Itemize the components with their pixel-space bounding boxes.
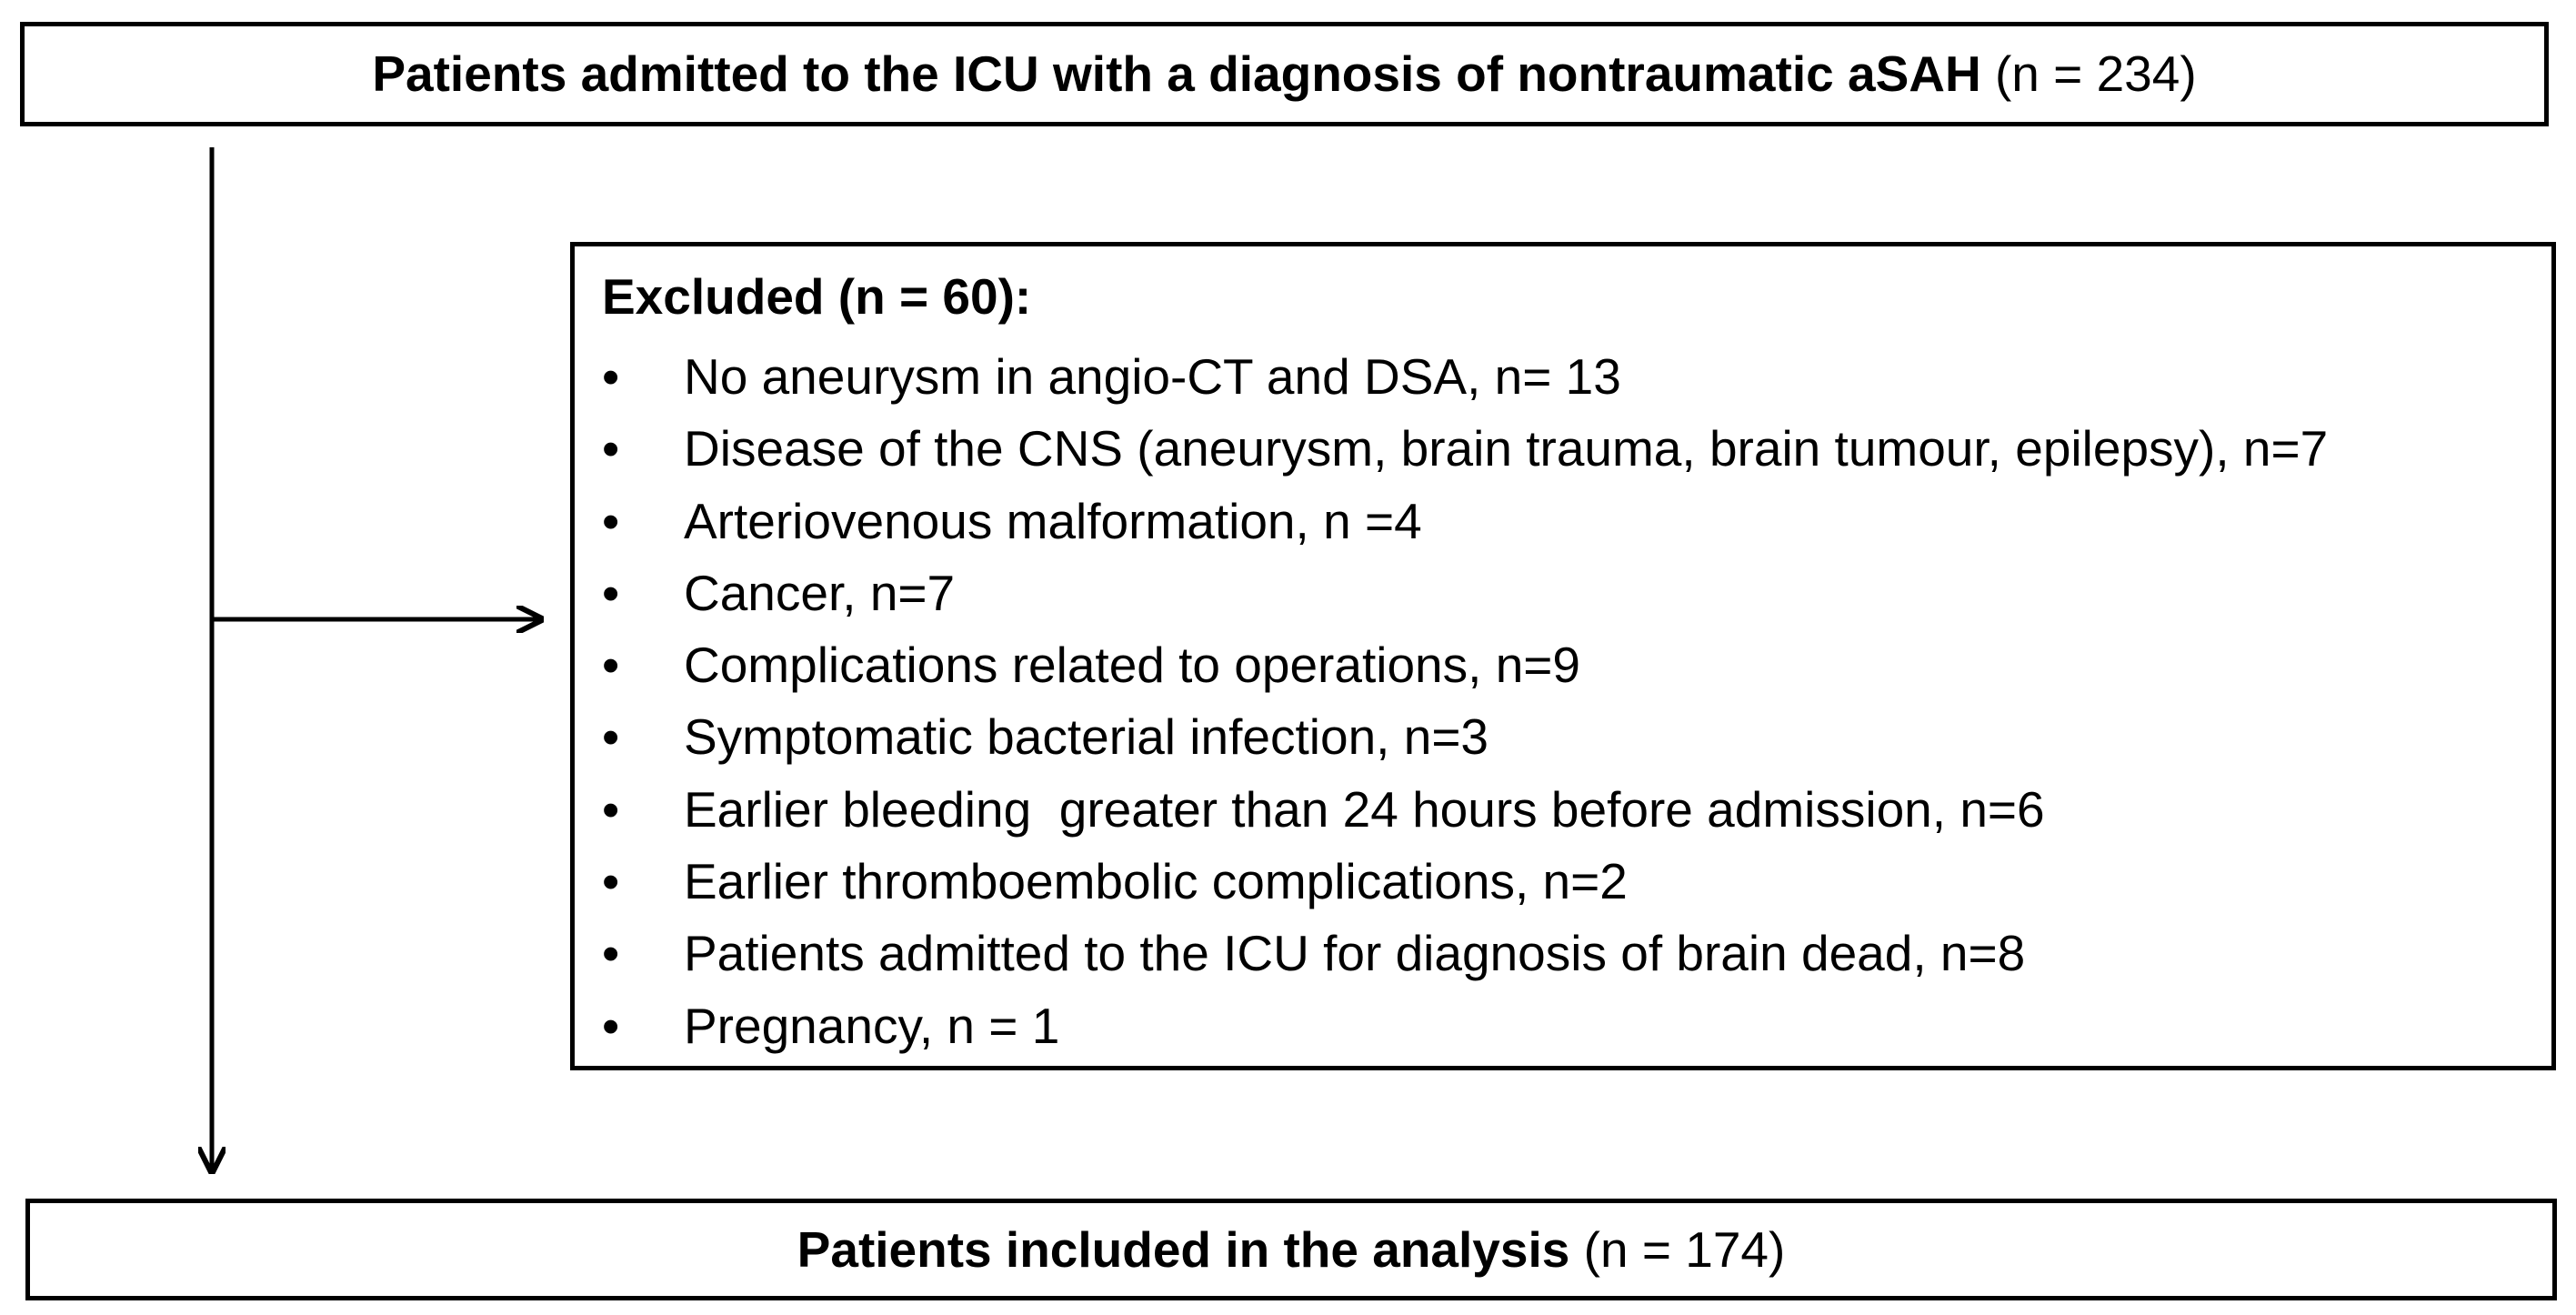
exclusion-reason: Earlier bleeding greater than 24 hours b…	[684, 780, 2045, 838]
bullet-icon: •	[602, 564, 620, 621]
bullet-icon: •	[602, 997, 620, 1054]
bullet-icon: •	[602, 780, 620, 838]
bullet-icon: •	[602, 925, 620, 982]
admitted-patients-count: (n = 234)	[1980, 45, 2197, 102]
admitted-patients-box: Patients admitted to the ICU with a diag…	[20, 22, 2549, 126]
admitted-patients-label: Patients admitted to the ICU with a diag…	[372, 45, 1981, 102]
included-patients-box: Patients included in the analysis (n = 1…	[25, 1199, 2557, 1300]
bullet-icon: •	[602, 348, 620, 405]
bullet-icon: •	[602, 853, 620, 910]
exclusion-reason: Complications related to operations, n=9	[684, 637, 1580, 694]
excluded-title: Excluded (n = 60):	[602, 268, 1032, 325]
excluded-box: Excluded (n = 60): • No aneurysm in angi…	[570, 242, 2556, 1070]
included-patients-text: Patients included in the analysis (n = 1…	[797, 1224, 1786, 1275]
exclusion-reason: No aneurysm in angio-CT and DSA, n= 13	[684, 348, 1621, 405]
exclusion-reason: Symptomatic bacterial infection, n=3	[684, 708, 1489, 766]
included-patients-label: Patients included in the analysis	[797, 1220, 1570, 1278]
exclusion-reason: Earlier thromboembolic complications, n=…	[684, 853, 1628, 910]
bullet-icon: •	[602, 708, 620, 766]
exclusion-reason: Arteriovenous malformation, n =4	[684, 492, 1422, 549]
exclusion-reason: Cancer, n=7	[684, 564, 956, 621]
exclusion-reason: Patients admitted to the ICU for diagnos…	[684, 925, 2026, 982]
exclusion-reason: Disease of the CNS (aneurysm, brain trau…	[684, 420, 2329, 477]
bullet-icon: •	[602, 637, 620, 694]
bullet-icon: •	[602, 492, 620, 549]
admitted-patients-text: Patients admitted to the ICU with a diag…	[372, 49, 2196, 99]
bullet-icon: •	[602, 420, 620, 477]
exclusion-reason: Pregnancy, n = 1	[684, 997, 1060, 1054]
included-patients-count: (n = 174)	[1569, 1220, 1786, 1278]
